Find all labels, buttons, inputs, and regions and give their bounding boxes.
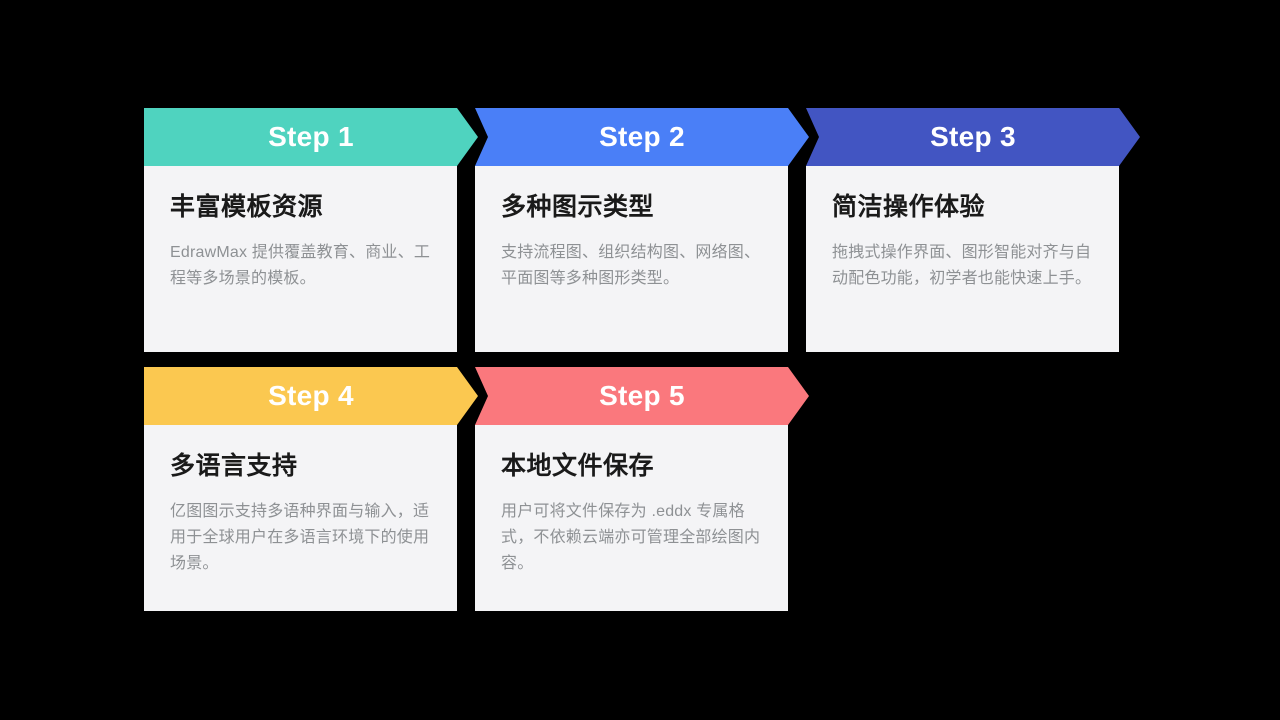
step-4-title: 多语言支持 [170,452,298,480]
step-3-title: 简洁操作体验 [832,193,986,221]
step-2-label: Step 2 [599,121,685,152]
step-4-body: 多语言支持 亿图图示支持多语种界面与输入，适用于全球用户在多语言环境下的使用场景… [144,425,457,611]
step-3-description: 拖拽式操作界面、图形智能对齐与自动配色功能，初学者也能快速上手。 [832,244,1092,287]
step-2-title: 多种图示类型 [501,193,655,221]
step-5-description: 用户可将文件保存为 .eddx 专属格式，不依赖云端亦可管理全部绘图内容。 [501,503,761,572]
step-card-2: Step 2 多种图示类型 支持流程图、组织结构图、网络图、平面图等多种图形类型… [475,108,788,352]
step-2-body: 多种图示类型 支持流程图、组织结构图、网络图、平面图等多种图形类型。 [475,166,788,352]
step-5-arrow-banner: Step 5 [475,367,809,425]
step-5-title: 本地文件保存 [501,452,655,480]
step-5-label: Step 5 [599,380,685,411]
step-1-label: Step 1 [268,121,354,152]
step-4-arrow-banner: Step 4 [144,367,478,425]
step-3-arrow-banner: Step 3 [806,108,1140,166]
step-4-label: Step 4 [268,380,354,411]
step-3-body: 简洁操作体验 拖拽式操作界面、图形智能对齐与自动配色功能，初学者也能快速上手。 [806,166,1119,352]
step-3-label: Step 3 [930,121,1016,152]
step-1-description: EdrawMax 提供覆盖教育、商业、工程等多场景的模板。 [170,244,431,287]
step-2-arrow-banner: Step 2 [475,108,809,166]
step-card-3: Step 3 简洁操作体验 拖拽式操作界面、图形智能对齐与自动配色功能，初学者也… [806,108,1119,352]
step-1-arrow-banner: Step 1 [144,108,478,166]
step-2-description: 支持流程图、组织结构图、网络图、平面图等多种图形类型。 [501,244,761,287]
step-5-body: 本地文件保存 用户可将文件保存为 .eddx 专属格式，不依赖云端亦可管理全部绘… [475,425,788,611]
step-4-description: 亿图图示支持多语种界面与输入，适用于全球用户在多语言环境下的使用场景。 [170,503,430,572]
step-1-body: 丰富模板资源 EdrawMax 提供覆盖教育、商业、工程等多场景的模板。 [144,166,457,352]
step-card-4: Step 4 多语言支持 亿图图示支持多语种界面与输入，适用于全球用户在多语言环… [144,367,457,611]
step-1-title: 丰富模板资源 [170,193,324,221]
step-card-1: Step 1 丰富模板资源 EdrawMax 提供覆盖教育、商业、工程等多场景的… [144,108,457,352]
step-card-5: Step 5 本地文件保存 用户可将文件保存为 .eddx 专属格式，不依赖云端… [475,367,788,611]
